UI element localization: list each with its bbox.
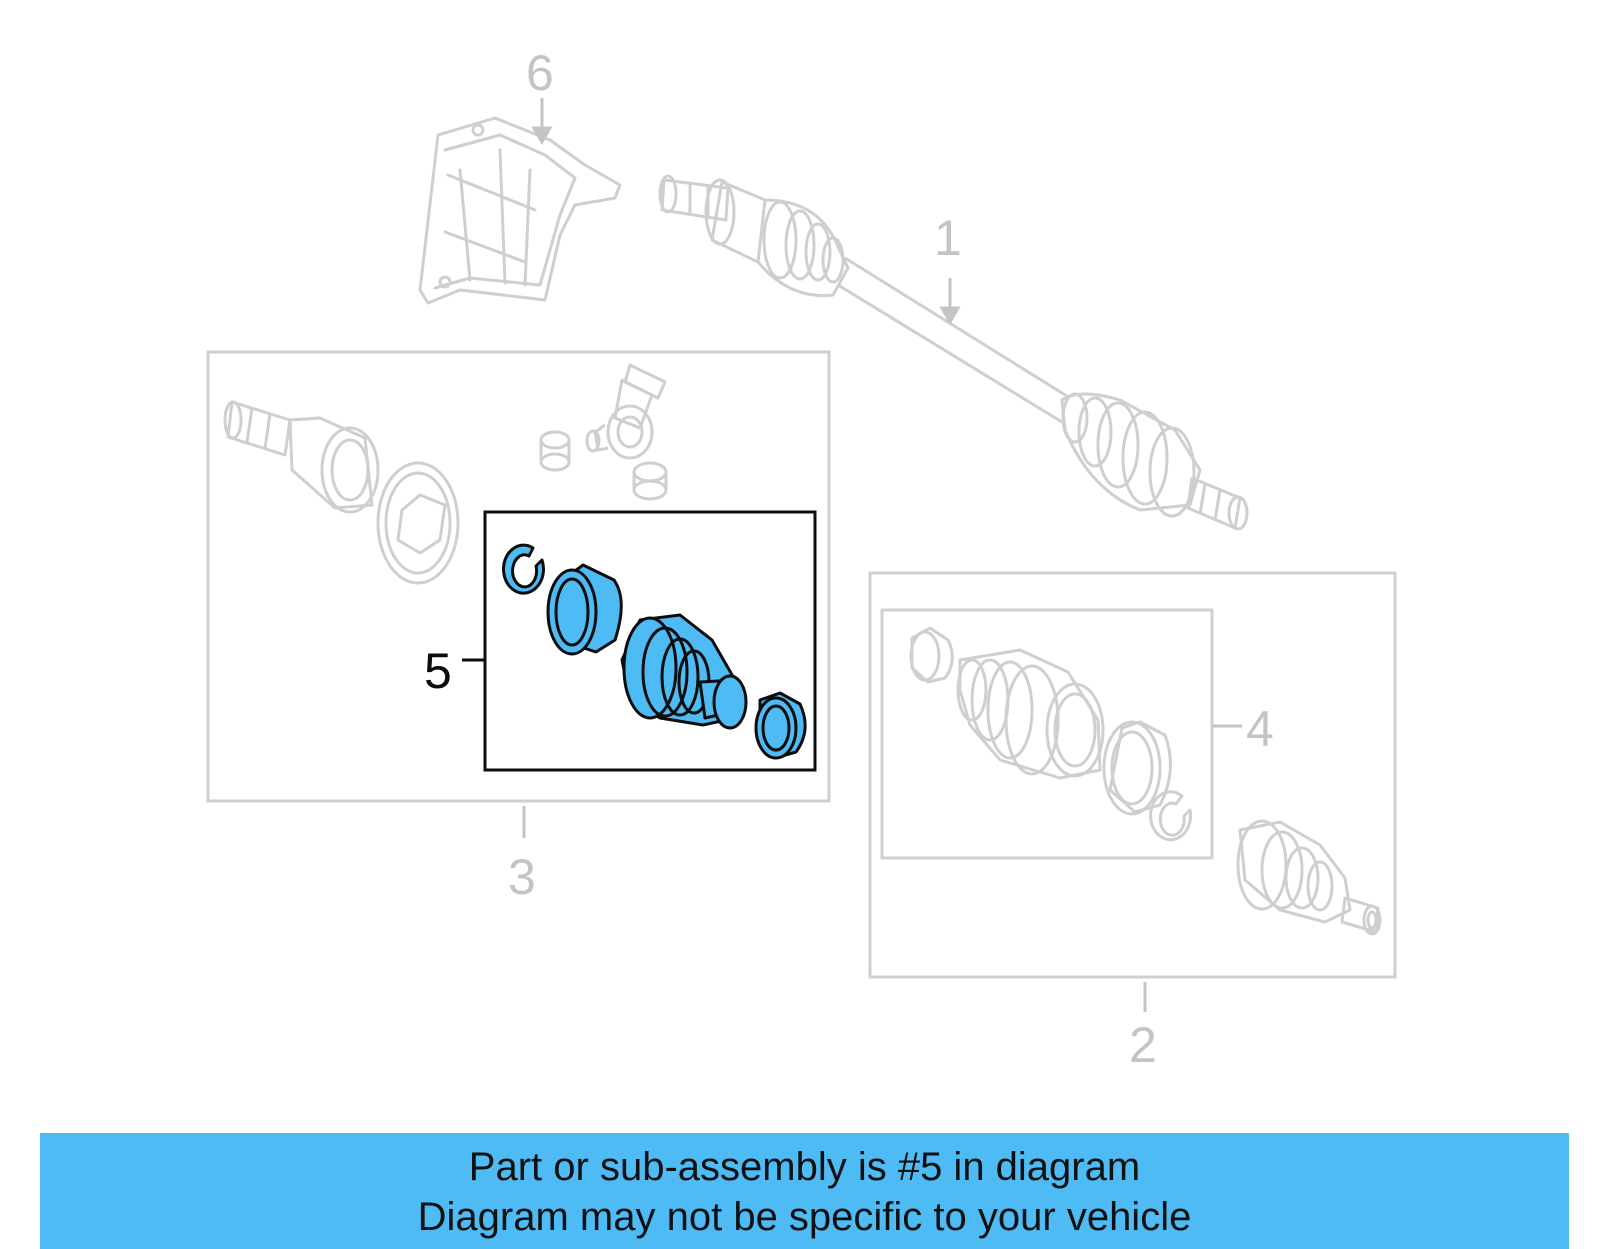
callout-6-leader — [531, 98, 553, 146]
part-4-boot-kit — [909, 626, 1193, 842]
callout-4: 4 — [1246, 701, 1274, 757]
group-2-frame — [868, 571, 1397, 979]
callout-3: 3 — [508, 849, 536, 905]
part-6-shield — [418, 116, 622, 305]
banner-line-2: Diagram may not be specific to your vehi… — [417, 1195, 1192, 1239]
part-3-inner-joint — [223, 363, 668, 585]
callout-2: 2 — [1129, 1017, 1157, 1073]
callout-6: 6 — [526, 45, 554, 101]
info-banner: Part or sub-assembly is #5 in diagram Di… — [40, 1133, 1569, 1249]
part-1-axle-shaft — [658, 174, 1249, 531]
group-3-frame — [206, 350, 831, 803]
banner-line-1: Part or sub-assembly is #5 in diagram — [468, 1145, 1141, 1189]
callout-5: 5 — [424, 643, 452, 699]
callout-1: 1 — [934, 210, 962, 266]
callout-1-leader — [939, 278, 961, 326]
part-2-outer-joint — [1236, 819, 1382, 936]
part-5-boot-kit — [502, 543, 807, 760]
